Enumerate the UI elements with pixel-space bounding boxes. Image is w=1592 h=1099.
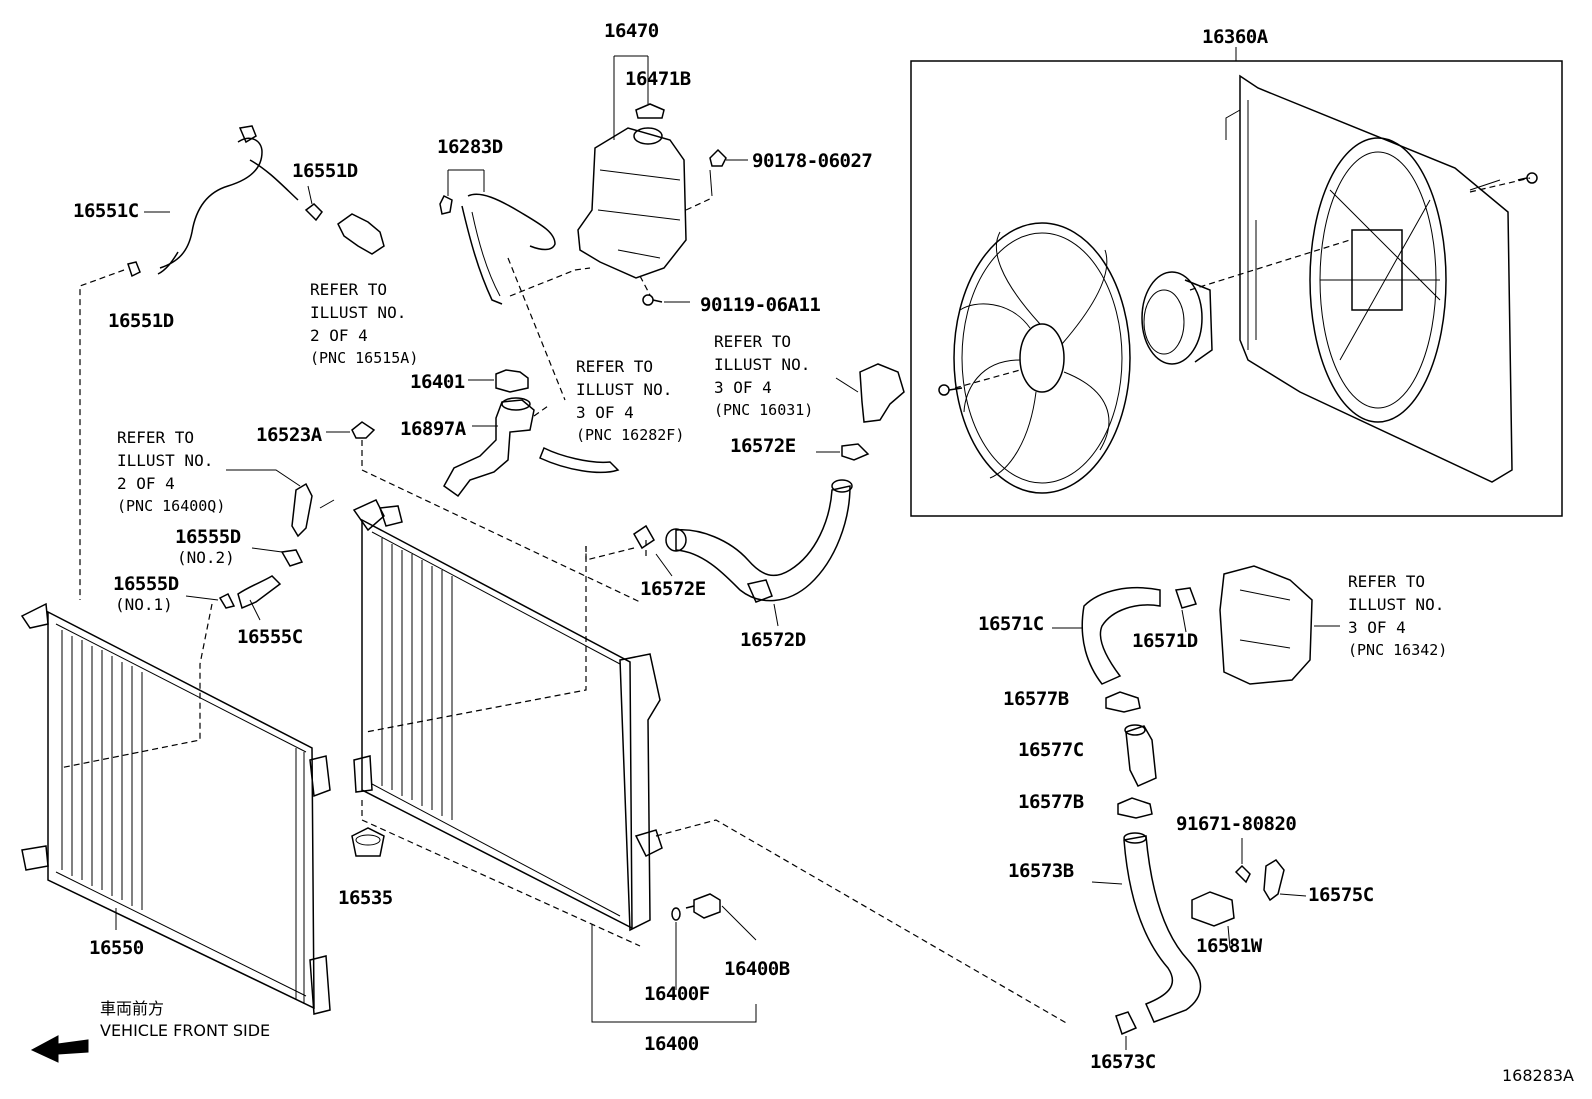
fan-blade (953, 222, 1131, 494)
label-no1: (NO.1) (115, 595, 173, 614)
hose-16551C (79, 125, 299, 600)
label-16551D-bottom: 16551D (108, 310, 174, 332)
label-no2: (NO.2) (177, 548, 235, 567)
cap-16523A (326, 421, 641, 603)
radiator (352, 499, 1069, 1025)
label-16577B-top: 16577B (1003, 688, 1069, 710)
hose-16283D (439, 169, 591, 401)
note-pnc-16282F: REFER TO ILLUST NO. 3 OF 4 (PNC 16282F) (576, 357, 685, 444)
label-16575C: 16575C (1308, 884, 1374, 906)
grommet-16535 (351, 827, 385, 857)
pipe-16897A (443, 397, 620, 498)
label-16573C: 16573C (1090, 1051, 1156, 1073)
label-16555C: 16555C (237, 626, 303, 648)
label-90119-06A11: 90119-06A11 (700, 294, 821, 316)
label-16573B: 16573B (1008, 860, 1074, 882)
note-pnc-16342: REFER TO ILLUST NO. 3 OF 4 (PNC 16342) (1348, 572, 1448, 659)
note-pnc-16400Q: REFER TO ILLUST NO. 2 OF 4 (PNC 16400Q) (117, 428, 226, 515)
note-pnc-16031: REFER TO ILLUST NO. 3 OF 4 (PNC 16031) (714, 332, 814, 419)
drain-plug (591, 893, 757, 1023)
label-16523A: 16523A (256, 424, 322, 446)
hose-16572D (585, 363, 905, 627)
label-16471B: 16471B (625, 68, 691, 90)
label-16572E-mid: 16572E (640, 578, 706, 600)
illustration-ref-code: 168283A (1501, 1066, 1574, 1085)
label-16572E-top: 16572E (730, 435, 796, 457)
reservoir-tank (577, 55, 748, 306)
label-16535: 16535 (338, 887, 393, 909)
label-16551C: 16551C (73, 200, 139, 222)
pipe-16577C (1124, 724, 1157, 787)
label-16470: 16470 (604, 20, 659, 42)
note-pnc-16515A: REFER TO ILLUST NO. 2 OF 4 (PNC 16515A) (310, 280, 419, 367)
label-16400F: 16400F (644, 983, 710, 1005)
hose-16571C (1052, 587, 1197, 685)
vehicle-front-side-label: 車両前方 VEHICLE FRONT SIDE (100, 999, 271, 1040)
fan-motor (954, 177, 1531, 389)
fan-bolts (938, 172, 1538, 396)
label-16571D: 16571D (1132, 630, 1198, 652)
label-16283D: 16283D (437, 136, 503, 158)
hose-16573B (1091, 832, 1202, 1050)
bracket-16581W (1191, 838, 1307, 949)
label-16551D-top: 16551D (292, 160, 358, 182)
clamp-16577B (1105, 691, 1153, 819)
label-16581W: 16581W (1196, 935, 1262, 957)
cap-16401 (468, 369, 529, 393)
label-16572D: 16572D (740, 629, 806, 651)
label-91671-80820: 91671-80820 (1176, 813, 1297, 835)
label-16577B-bottom: 16577B (1018, 791, 1084, 813)
label-16571C: 16571C (978, 613, 1044, 635)
label-16360A: 16360A (1202, 26, 1268, 48)
label-16400B: 16400B (724, 958, 790, 980)
label-16555D-no2: 16555D (175, 526, 241, 548)
fitting-16551D (304, 185, 385, 255)
thermostat-housing (1219, 565, 1340, 685)
fan-shroud (1225, 74, 1513, 483)
label-90178-06027: 90178-06027 (752, 150, 873, 172)
condenser-16550 (20, 602, 331, 1015)
label-16401: 16401 (410, 371, 465, 393)
label-16550: 16550 (89, 937, 144, 959)
front-arrow-icon (30, 1035, 89, 1063)
label-16577C: 16577C (1018, 739, 1084, 761)
fitting-16400Q (59, 469, 313, 769)
label-16555D-no1: 16555D (113, 573, 179, 595)
label-16897A: 16897A (400, 418, 466, 440)
label-16400: 16400 (644, 1033, 699, 1055)
